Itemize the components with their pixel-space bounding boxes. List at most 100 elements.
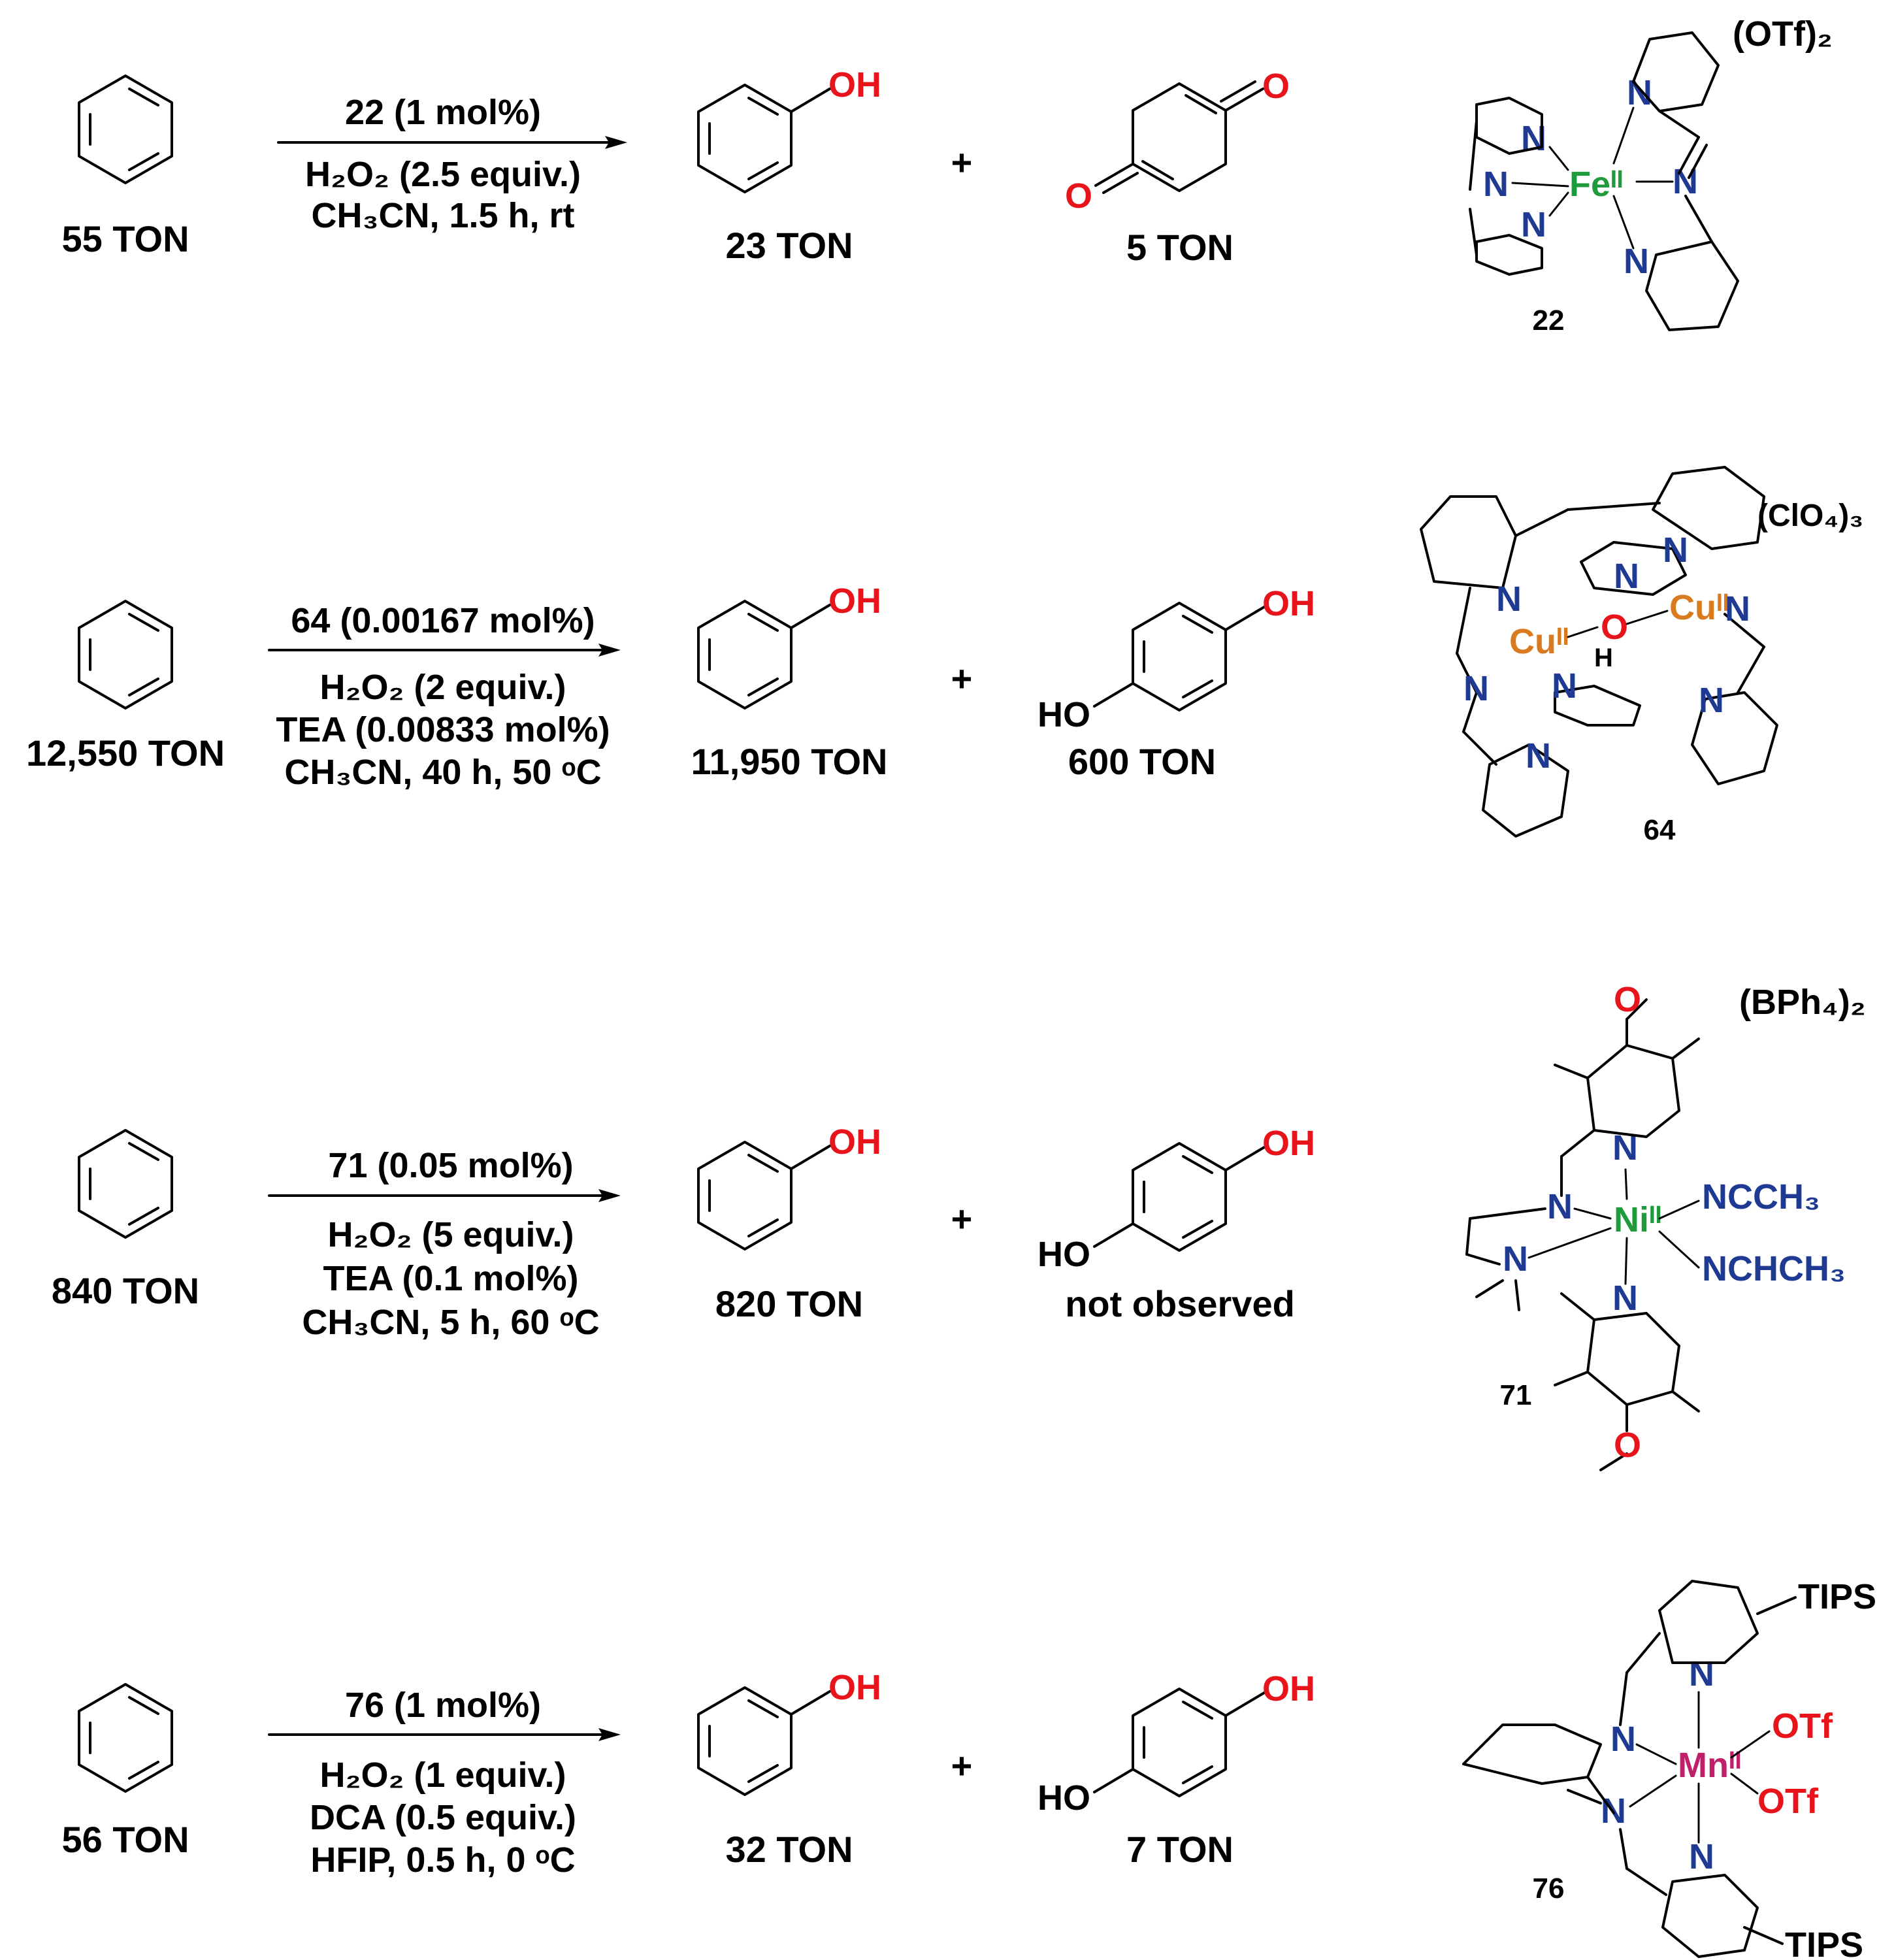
methoxy-o-bottom: O	[1614, 1426, 1641, 1465]
condition-2-0: H₂O₂ (2 equiv.)	[319, 668, 566, 707]
copper-center-1: Cuᴵᴵ	[1509, 622, 1569, 661]
complex-22-structure: Feᴵᴵ N N N N N N	[1469, 14, 1833, 336]
product2-ton-1: 5 TON	[1126, 227, 1234, 268]
n-left-bottom: N	[1521, 205, 1546, 244]
reactant-ton-1: 55 TON	[61, 218, 189, 259]
tips-bottom: TIPS	[1785, 1925, 1863, 1960]
ligand-nchch3: NCHCH₃	[1702, 1249, 1846, 1288]
hq-oh-top-3: OH	[1262, 1124, 1315, 1163]
arrow-head-2	[598, 644, 621, 657]
benzene-reactant-4	[78, 1683, 173, 1793]
n-64-a: N	[1496, 580, 1522, 619]
n-bottom-right: N	[1624, 242, 1649, 281]
condition-1-1: CH₃CN, 1.5 h, rt	[311, 196, 574, 235]
catalyst-label-3: 71 (0.05 mol%)	[328, 1146, 573, 1185]
arrow-head-4	[598, 1728, 621, 1741]
complex-64-structure: Cuᴵᴵ Cuᴵᴵ O H N N N N N N	[1420, 466, 1863, 846]
arrow-head-3	[598, 1189, 621, 1202]
condition-1-0: H₂O₂ (2.5 equiv.)	[305, 155, 581, 194]
hq-ho-bottom-2: HO	[1038, 695, 1090, 734]
phenol-product-2	[697, 600, 831, 710]
condition-3-2: CH₃CN, 5 h, 60 ᵒC	[302, 1303, 599, 1342]
complex-71-structure: Niᴵᴵ NCCH₃ NCHCH₃ N N N N O	[1465, 980, 1866, 1471]
benzene-reactant-1	[78, 74, 173, 184]
product1-ton-2: 11,950 TON	[691, 741, 888, 782]
manganese-center: Mnᴵᴵ	[1678, 1746, 1741, 1785]
condition-3-1: TEA (0.1 mol%)	[323, 1259, 578, 1298]
n-left-mid: N	[1483, 165, 1509, 204]
condition-3-0: H₂O₂ (5 equiv.)	[327, 1215, 574, 1254]
counterion-64: (ClO₄)₃	[1757, 498, 1863, 533]
reaction-row-4: 56 TON 76 (1 mol%) H₂O₂ (1 equiv.) DCA (…	[61, 1577, 1876, 1960]
n-64-f: N	[1725, 589, 1750, 629]
n-top: N	[1627, 73, 1652, 112]
product1-ton-1: 23 TON	[725, 225, 853, 266]
n-76-bottom: N	[1689, 1837, 1714, 1876]
reaction-row-2: 12,550 TON 64 (0.00167 mol%) H₂O₂ (2 equ…	[26, 466, 1863, 846]
quinone-o-top: O	[1262, 67, 1290, 106]
complex-label-71: 71	[1500, 1379, 1532, 1411]
n-71-amine2: N	[1503, 1239, 1528, 1279]
condition-4-1: DCA (0.5 equiv.)	[310, 1798, 576, 1837]
product2-ton-2: 600 TON	[1068, 741, 1216, 782]
catalyst-label-1: 22 (1 mol%)	[345, 93, 541, 132]
n-64-d: N	[1526, 736, 1551, 776]
bridging-h: H	[1594, 644, 1613, 672]
phenol-product-3	[697, 1141, 831, 1250]
tips-top: TIPS	[1798, 1577, 1876, 1616]
phenol-oh-2: OH	[828, 581, 881, 621]
plus-sign-3: +	[951, 1198, 973, 1239]
hydroquinone-product-2	[1093, 602, 1266, 711]
complex-label-76: 76	[1533, 1872, 1565, 1904]
ligand-otf-2: OTf	[1757, 1782, 1819, 1821]
reactant-ton-3: 840 TON	[52, 1270, 199, 1311]
n-64-h: N	[1699, 681, 1724, 720]
complex-label-64: 64	[1644, 814, 1676, 846]
reactant-ton-4: 56 TON	[61, 1819, 189, 1860]
arrow-head-1	[605, 136, 627, 149]
counterion-22: (OTf)₂	[1733, 14, 1833, 54]
n-64-g: N	[1663, 531, 1688, 570]
n-64-c: N	[1552, 666, 1577, 706]
condition-2-1: TEA (0.00833 mol%)	[276, 710, 610, 749]
plus-sign-1: +	[951, 142, 973, 183]
nickel-center: Niᴵᴵ	[1614, 1200, 1662, 1239]
bridging-o: O	[1601, 608, 1628, 647]
phenol-oh-3: OH	[828, 1122, 881, 1162]
product1-ton-4: 32 TON	[725, 1829, 853, 1870]
complex-76-structure: Mnᴵᴵ OTf OTf N N N N TIPS	[1462, 1577, 1876, 1960]
reactant-ton-2: 12,550 TON	[26, 732, 225, 774]
catalyst-label-4: 76 (1 mol%)	[345, 1686, 541, 1725]
condition-4-0: H₂O₂ (1 equiv.)	[319, 1756, 566, 1795]
hydroquinone-product-4	[1093, 1688, 1266, 1797]
plus-sign-2: +	[951, 658, 973, 699]
hq-ho-bottom-3: HO	[1038, 1235, 1090, 1274]
plus-sign-4: +	[951, 1745, 973, 1786]
hq-oh-top-2: OH	[1262, 584, 1315, 623]
n-76-top: N	[1689, 1654, 1714, 1693]
reaction-row-3: 840 TON 71 (0.05 mol%) H₂O₂ (5 equiv.) T…	[52, 980, 1866, 1471]
n-64-e: N	[1614, 557, 1639, 596]
phenol-product-1	[697, 84, 831, 193]
benzene-reactant-2	[78, 600, 173, 710]
n-64-b: N	[1463, 669, 1489, 708]
methoxy-o-top: O	[1614, 980, 1641, 1019]
n-71-bottom: N	[1612, 1279, 1638, 1318]
n-71-amine1: N	[1547, 1187, 1573, 1226]
phenol-oh-4: OH	[828, 1668, 881, 1707]
hq-ho-bottom-4: HO	[1038, 1778, 1090, 1818]
hydroquinone-product-3	[1093, 1142, 1266, 1252]
hq-oh-top-4: OH	[1262, 1669, 1315, 1708]
ligand-ncch3: NCCH₃	[1702, 1177, 1820, 1217]
benzene-reactant-3	[78, 1129, 173, 1239]
product2-ton-3: not observed	[1065, 1283, 1295, 1324]
copper-center-2: Cuᴵᴵ	[1669, 588, 1729, 627]
condition-2-2: CH₃CN, 40 h, 50 ᵒC	[284, 753, 601, 792]
catalyst-label-2: 64 (0.00167 mol%)	[291, 601, 595, 640]
benzoquinone-product	[1094, 80, 1264, 194]
counterion-71: (BPh₄)₂	[1739, 983, 1866, 1022]
product1-ton-3: 820 TON	[715, 1283, 863, 1324]
ligand-otf-1: OTf	[1772, 1707, 1833, 1746]
phenol-oh-1: OH	[828, 65, 881, 105]
complex-label-22: 22	[1533, 304, 1565, 336]
